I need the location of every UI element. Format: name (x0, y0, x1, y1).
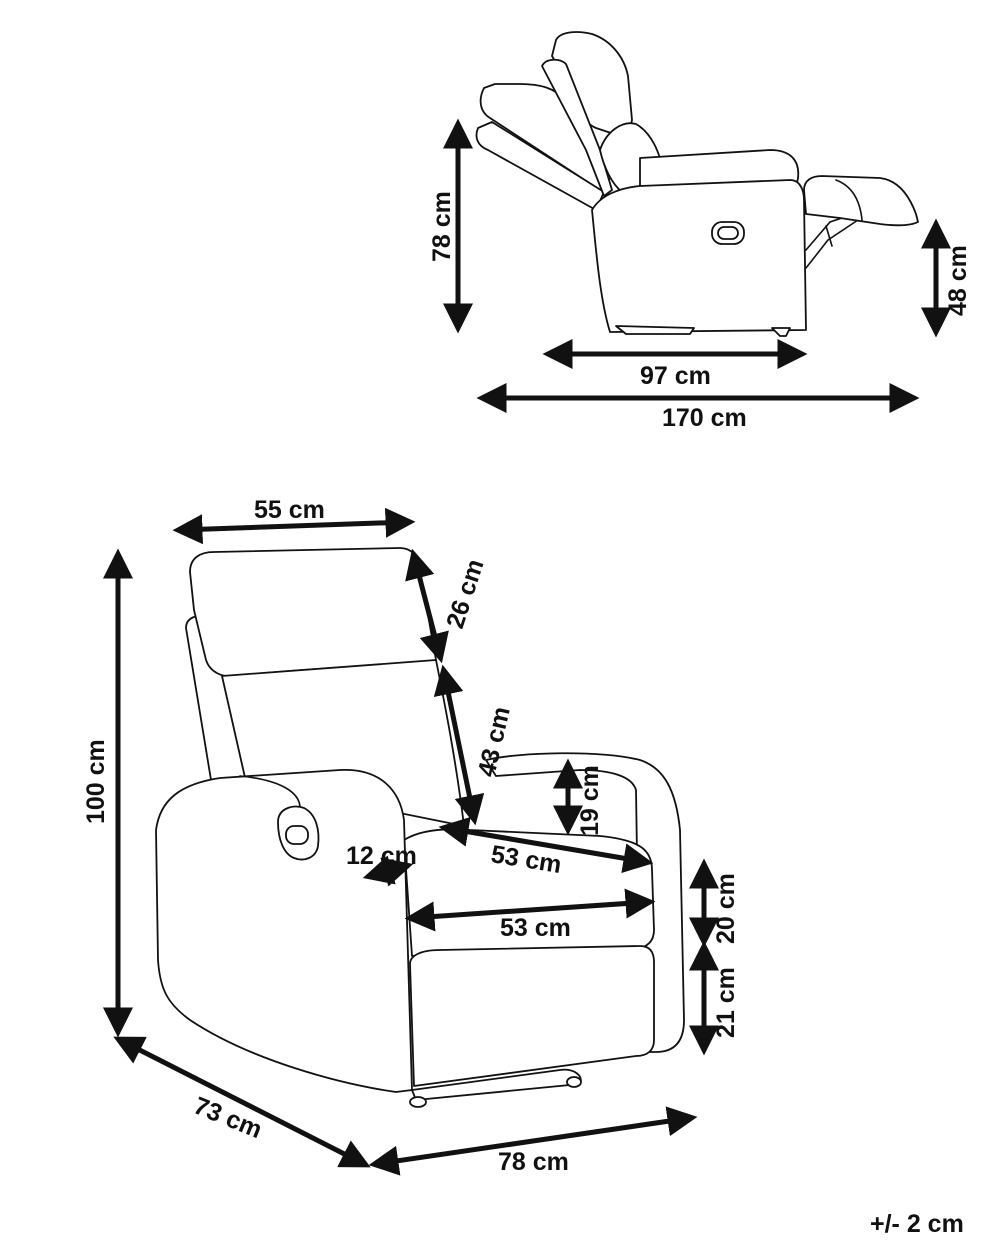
front-headrest-height-label: 26 cm (441, 556, 490, 632)
front-base-height-label: 21 cm (712, 967, 740, 1038)
front-total-height-label: 100 cm (82, 739, 110, 824)
side-height-label: 78 cm (428, 191, 456, 262)
backrest-height-arrow (433, 664, 485, 826)
armrest-width-arrow (362, 855, 414, 887)
front-seat-width-label: 53 cm (500, 914, 571, 942)
side-seat-depth-label: 97 cm (640, 362, 711, 390)
front-width-label: 78 cm (498, 1148, 569, 1176)
front-armrest-height-label: 19 cm (576, 765, 604, 836)
headrest-height-arrow (405, 548, 449, 664)
front-depth-label: 73 cm (190, 1092, 266, 1145)
side-footrest-label: 48 cm (944, 245, 972, 316)
side-length-label: 170 cm (662, 404, 747, 432)
backrest-width-arrow (172, 507, 416, 545)
tolerance-label: +/- 2 cm (870, 1210, 964, 1238)
seat-width-arrow (404, 888, 656, 932)
front-backrest-width-label: 55 cm (254, 496, 325, 524)
width-arrow (368, 1106, 698, 1176)
front-armrest-width-label: 12 cm (346, 842, 417, 870)
depth-arrow (113, 1036, 371, 1168)
front-cushion-height-label: 20 cm (712, 873, 740, 944)
front-view-recliner (155, 547, 685, 1108)
side-view-recliner (475, 31, 919, 337)
seat-depth-arrow (438, 816, 654, 874)
